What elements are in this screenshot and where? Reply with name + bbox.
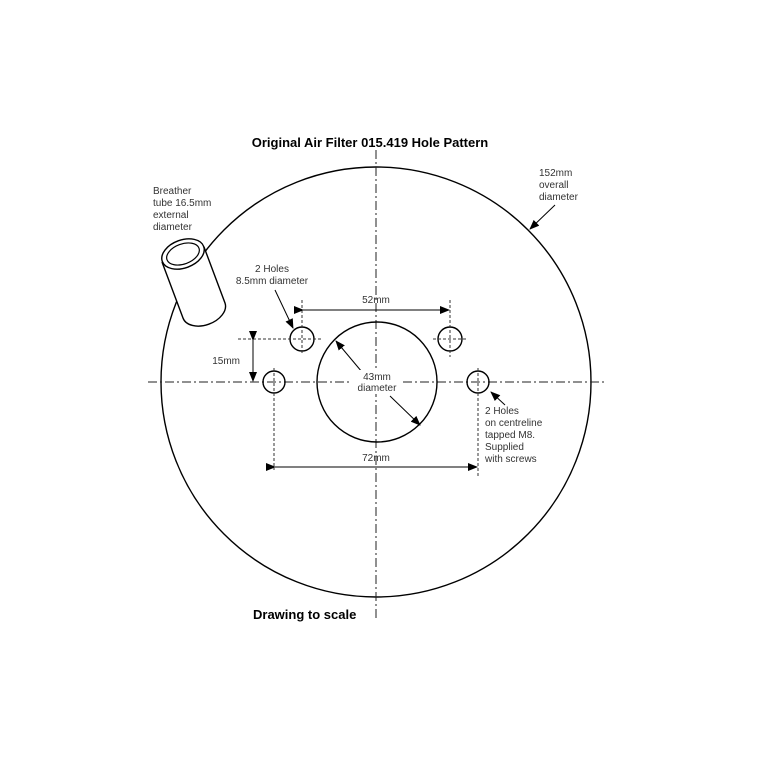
svg-text:2 Holes: 2 Holes [485, 406, 519, 417]
svg-text:Supplied: Supplied [485, 442, 524, 453]
centre-holes-arrow [490, 391, 506, 406]
svg-text:with screws: with screws [484, 454, 537, 465]
svg-text:diameter: diameter [153, 222, 193, 233]
overall-diameter-label: 152mm overall diameter [539, 168, 579, 203]
overall-arrow [529, 204, 556, 230]
svg-text:external: external [153, 210, 189, 221]
upper-holes-label-2: 8.5mm diameter [236, 276, 309, 287]
svg-text:on centreline: on centreline [485, 418, 543, 429]
breather-tube [161, 238, 227, 327]
breather-label: Breather tube 16.5mm external diameter [153, 186, 211, 233]
dim-72-label: 72mm [362, 453, 390, 464]
dim-15-label: 15mm [212, 356, 240, 367]
svg-text:152mm: 152mm [539, 168, 572, 179]
upper-holes-arrow [274, 289, 294, 329]
centre-holes-label: 2 Holes on centreline tapped M8. Supplie… [484, 406, 543, 465]
dim-52-label: 52mm [362, 295, 390, 306]
scale-note: Drawing to scale [253, 607, 356, 622]
svg-text:Breather: Breather [153, 186, 192, 197]
bore-arrow-upper [335, 340, 363, 373]
centre-bore [316, 321, 438, 443]
bore-label-1: 43mm [363, 372, 391, 383]
bore-label-2: diameter [358, 383, 398, 394]
svg-text:tube 16.5mm: tube 16.5mm [153, 198, 211, 209]
diagram-title: Original Air Filter 015.419 Hole Pattern [252, 135, 489, 150]
bore-arrow-lower [389, 395, 421, 426]
upper-holes-label-1: 2 Holes [255, 264, 289, 275]
svg-text:diameter: diameter [539, 192, 579, 203]
svg-text:overall: overall [539, 180, 568, 191]
svg-text:tapped M8.: tapped M8. [485, 430, 535, 441]
